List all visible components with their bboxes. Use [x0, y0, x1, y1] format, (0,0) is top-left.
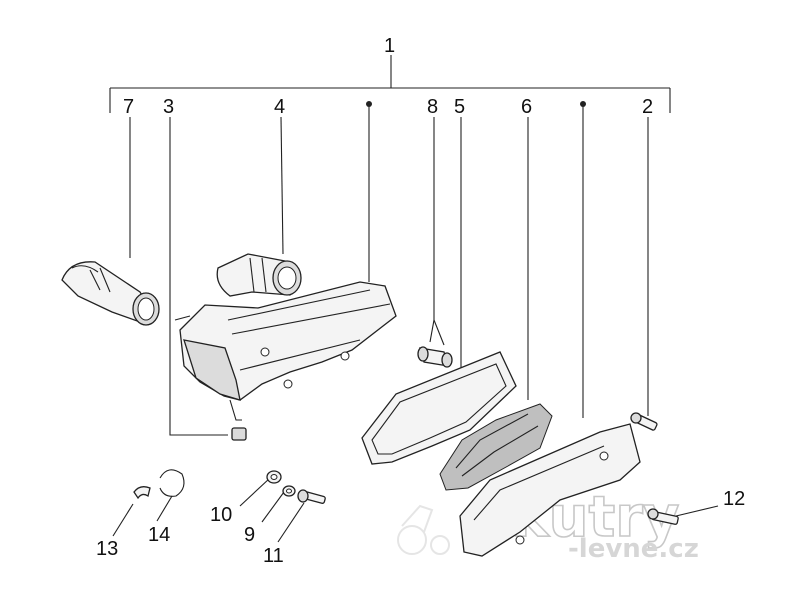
- scooter-logo-icon: [397, 504, 450, 555]
- filter-element-part: [439, 403, 553, 491]
- callout-4: 4: [274, 96, 285, 118]
- callout-5: 5: [454, 96, 465, 118]
- callout-3: 3: [163, 96, 174, 118]
- watermark-subtitle: -levne.cz: [568, 534, 699, 564]
- callout-13: 13: [96, 538, 118, 560]
- air-box-housing-part: [174, 281, 397, 421]
- hose-clamp-part: [159, 469, 185, 497]
- air-box-cover-part: [459, 423, 641, 557]
- callout-6: 6: [521, 96, 532, 118]
- callout-8: 8: [427, 96, 438, 118]
- washer-part: [266, 470, 282, 484]
- callout-7: 7: [123, 96, 134, 118]
- long-screw-part: [647, 508, 679, 525]
- callout-14: 14: [148, 524, 170, 546]
- callout-11: 11: [263, 545, 284, 567]
- callout-10: 10: [210, 504, 232, 526]
- clip-part: [231, 427, 247, 441]
- intake-boot-part: [216, 253, 302, 297]
- gasket-part: [361, 351, 517, 465]
- callout-9: 9: [244, 524, 255, 546]
- spring-washer-part: [282, 485, 296, 497]
- callout-1: 1: [384, 35, 395, 57]
- callout-12: 12: [723, 488, 745, 510]
- assembly-bracket: [109, 55, 671, 113]
- callout-labels: 1 2 3 4 5 6 7 8 9 10 11 12 13 14: [96, 35, 745, 567]
- spring-clip-part: [133, 486, 151, 500]
- callout-2: 2: [642, 96, 653, 118]
- intake-duct-part: [61, 261, 160, 326]
- leader-lines: [112, 101, 719, 543]
- bolt-part: [297, 489, 326, 504]
- cover-screw-part: [630, 412, 658, 431]
- drain-tube-part: [417, 346, 453, 368]
